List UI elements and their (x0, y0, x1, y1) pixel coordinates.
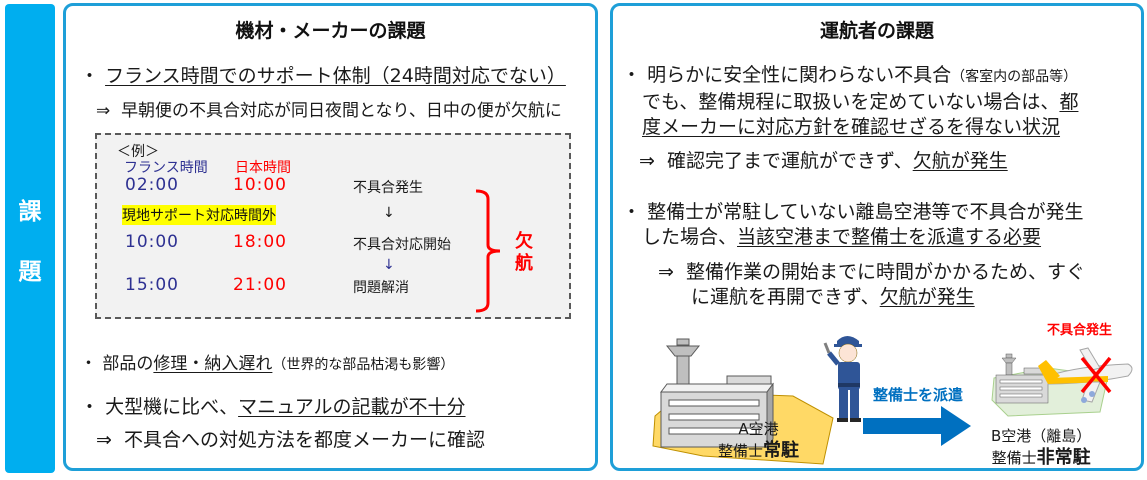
bullet-prefix: 大型機に比べ、 (105, 396, 239, 418)
bullet-prefix: 部品の (102, 354, 154, 374)
dispatch-arrow-icon (863, 406, 971, 446)
side-tab-char-2: 題 (18, 258, 42, 285)
bullet-support-hours: ・ フランス時間でのサポート体制（24時間対応でない） (80, 61, 566, 88)
bullet-dot: ・ (80, 396, 100, 418)
bullet-line1: 整備士が常駐していない離島空港等で不具合が発生 (647, 201, 1084, 223)
dispatch-label: 整備士を派遣 (873, 386, 964, 404)
row1-japan-time: 10:00 (233, 175, 287, 195)
side-tab-char-1: 課 (18, 198, 42, 225)
bullet-underlined: 修理・納入遅れ (153, 354, 273, 374)
airport-b-staff-prefix: 整備士 (991, 449, 1037, 467)
panel-title: 機材・メーカーの課題 (235, 20, 426, 42)
sub-text: 不具合への対処方法を都度メーカーに確認 (124, 429, 486, 451)
bullet-unclear-defects: ・ 明らかに安全性に関わらない不具合（客室内の部品等） でも、整備規程に取扱いを… (622, 63, 1078, 140)
bullet-remote-airport: ・ 整備士が常駐していない離島空港等で不具合が発生 した場合、当該空港まで整備士… (622, 200, 1084, 250)
down-arrow-2: ↓ (383, 257, 395, 273)
bullet-line2: でも、整備規程に取扱いを定めていない場合は、 (642, 91, 1060, 113)
defect-label: 不具合発生 (1047, 323, 1113, 338)
row2-event: 不具合対応開始 (353, 237, 451, 253)
cancellation-label: 欠航 (514, 231, 534, 275)
implies-arrow: ⇒ (96, 101, 111, 121)
row1-event: 不具合発生 (353, 180, 423, 196)
example-box: ＜例＞ フランス時間 日本時間 02:00 10:00 不具合発生 現地サポート… (95, 133, 571, 319)
airport-b-illustration (991, 347, 1133, 417)
bullet-line2: した場合、 (642, 226, 738, 248)
airport-b-staff-status: 非常駐 (1036, 447, 1091, 468)
bullet-line3-underlined: 度メーカーに対応方針を確認せざるを得ない状況 (642, 116, 1061, 138)
bullet-note: （客室内の部品等） (951, 69, 1078, 85)
sub-unclear-defects: ⇒ 確認完了まで運航ができず、欠航が発生 (639, 146, 1008, 173)
panel-equipment-maker-issues: 機材・メーカーの課題 ・ フランス時間でのサポート体制（24時間対応でない） ⇒… (63, 3, 598, 471)
implies-arrow: ⇒ (658, 261, 674, 283)
row3-france-time: 15:00 (125, 275, 179, 295)
down-arrow-1: ↓ (383, 205, 395, 221)
cancellation-text: 欠航 (515, 231, 533, 274)
row2-france-time: 10:00 (125, 232, 179, 252)
airport-a-staff-status: 常駐 (763, 440, 800, 461)
side-tab-issues: 課 題 (5, 4, 55, 473)
implies-arrow: ⇒ (639, 150, 655, 172)
airport-a-staff-prefix: 整備士 (718, 442, 764, 460)
airport-a-name: A空港 (738, 420, 779, 438)
row2-japan-time: 18:00 (233, 232, 287, 252)
bullet-dot: ・ (622, 201, 642, 223)
example-label: ＜例＞ (117, 144, 159, 160)
curly-brace-icon (475, 189, 501, 313)
sub-line1: 整備作業の開始までに時間がかかるため、すぐ (686, 261, 1086, 283)
row3-japan-time: 21:00 (233, 275, 287, 295)
bullet-parts-delay: ・ 部品の修理・納入遅れ（世界的な部品枯渇も影響） (80, 349, 454, 374)
sub-prefix: 確認完了まで運航ができず、 (667, 150, 913, 172)
bullet-line2-underlined: 都 (1059, 91, 1079, 113)
airport-a-illustration (652, 338, 834, 465)
bullet-dot: ・ (622, 64, 642, 86)
bullet-line1: 明らかに安全性に関わらない不具合 (647, 64, 952, 86)
bullet-underlined: マニュアルの記載が不十分 (238, 396, 466, 418)
col-header-france: フランス時間 (124, 160, 208, 176)
bullet-note: （世界的な部品枯渇も影響） (272, 357, 455, 373)
row3-event: 問題解消 (353, 280, 409, 296)
airport-b-label: B空港（離島） 整備士非常駐 (991, 426, 1091, 469)
sub-underlined: 欠航が発生 (879, 286, 975, 308)
mechanic-icon (823, 336, 862, 422)
sub-line2: に運航を再開できず、 (691, 286, 880, 308)
panel-title: 運航者の課題 (819, 20, 934, 42)
highlight-note: 現地サポート対応時間外 (122, 205, 276, 225)
bullet-dot: ・ (80, 65, 100, 87)
bullet-dot: ・ (80, 354, 97, 374)
panel-operator-issues: 運航者の課題 ・ 明らかに安全性に関わらない不具合（客室内の部品等） でも、整備… (610, 3, 1144, 471)
sub-text: 早朝便の不具合対応が同日夜間となり、日中の便が欠航に (121, 101, 562, 121)
bullet-line2-underlined: 当該空港まで整備士を派遣する必要 (737, 226, 1042, 248)
airport-a-label: A空港 整備士常駐 (718, 419, 799, 462)
sub-support-hours: ⇒ 早朝便の不具合対応が同日夜間となり、日中の便が欠航に (96, 96, 562, 121)
bullet-text: フランス時間でのサポート体制（24時間対応でない） (105, 65, 566, 87)
sub-underlined: 欠航が発生 (912, 150, 1008, 172)
col-header-japan: 日本時間 (235, 160, 291, 176)
sub-remote-airport: ⇒ 整備作業の開始までに時間がかかるため、すぐ に運航を再開できず、欠航が発生 (658, 260, 1085, 310)
row1-france-time: 02:00 (125, 175, 179, 195)
sub-manual: ⇒ 不具合への対処方法を都度メーカーに確認 (96, 425, 485, 452)
implies-arrow: ⇒ (96, 429, 112, 451)
bullet-manual: ・ 大型機に比べ、マニュアルの記載が不十分 (80, 392, 466, 419)
airport-b-name: B空港（離島） (991, 427, 1092, 445)
